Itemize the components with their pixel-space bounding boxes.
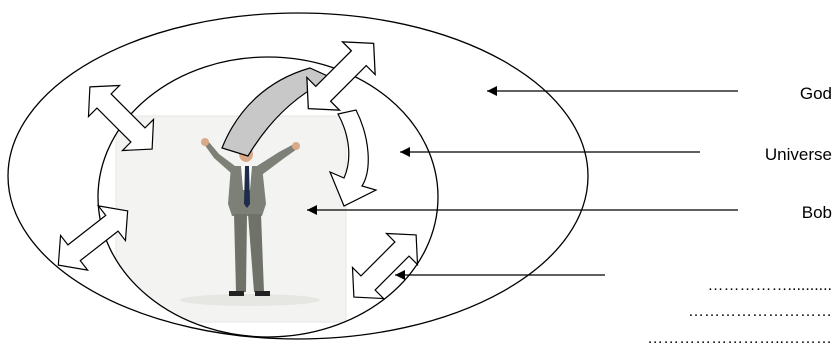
outer-ellipse-god xyxy=(7,12,589,340)
label-universe: Universe xyxy=(765,145,832,164)
label-god: God xyxy=(800,84,832,103)
grey-arc xyxy=(221,67,334,157)
blank-line-2: ……………………… xyxy=(688,303,832,320)
label-bob: Bob xyxy=(802,203,832,222)
blank-line-3: ……………………..……… xyxy=(647,330,832,347)
curved-arrow-icon xyxy=(328,109,378,207)
blank-line-1: …………….......... xyxy=(708,277,832,294)
inner-ellipse-universe xyxy=(97,56,439,338)
